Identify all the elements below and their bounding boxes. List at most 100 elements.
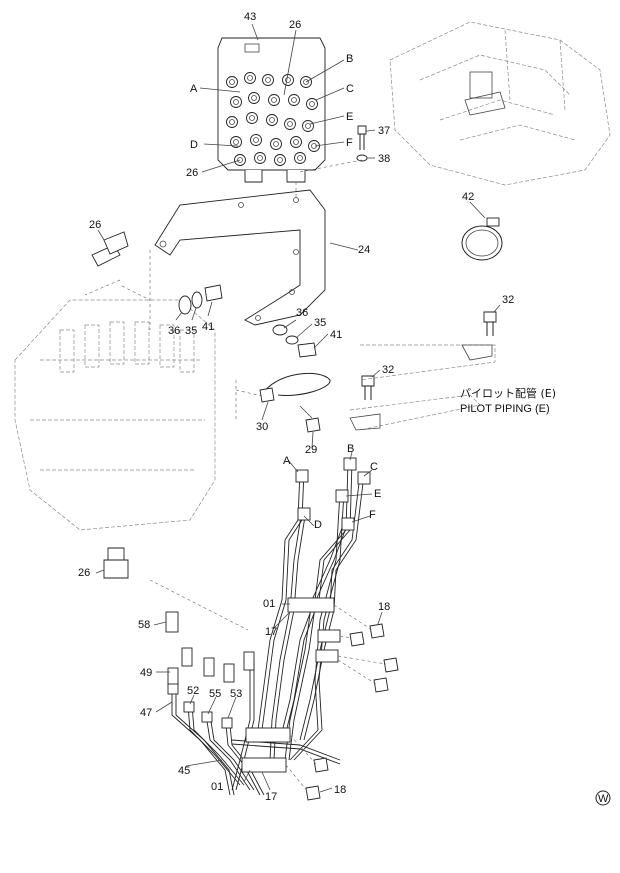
label-41-a: 41 xyxy=(202,321,214,333)
valve-port-bore xyxy=(287,121,293,127)
valve-port-fitting xyxy=(306,98,318,110)
adapter-26-upper xyxy=(91,229,129,267)
label-26-left: 26 xyxy=(186,167,198,179)
bolts-18 xyxy=(285,604,399,801)
caption-jp: パイロット配管 (E) xyxy=(460,386,556,400)
valve-spool xyxy=(109,321,125,365)
bolt-stack-left xyxy=(175,284,223,321)
label-e-top: E xyxy=(346,111,353,123)
label-d-pipe: D xyxy=(314,519,322,531)
valve-port-bore xyxy=(257,155,263,161)
valve-port-bore xyxy=(297,155,303,161)
label-35-b: 35 xyxy=(314,317,326,329)
pipe-end-fittings xyxy=(287,451,373,531)
washer-38 xyxy=(356,154,368,162)
label-37: 37 xyxy=(378,125,390,137)
bolt-32-upper xyxy=(483,304,501,336)
label-42: 42 xyxy=(462,191,474,203)
label-c-pipe: C xyxy=(370,461,378,473)
valve-port-bore xyxy=(269,117,275,123)
label-49: 49 xyxy=(140,667,152,679)
valve-port-fitting xyxy=(246,112,258,124)
label-38: 38 xyxy=(378,153,390,165)
label-f-top: F xyxy=(346,137,353,149)
clamp-30 xyxy=(259,372,331,421)
valve-port-fitting xyxy=(250,134,262,146)
machine-outline xyxy=(389,21,611,186)
pilot-piping-ghost xyxy=(349,344,496,431)
valve-port-fitting xyxy=(226,116,238,128)
valve-port-bore xyxy=(271,97,277,103)
bolt-29 xyxy=(299,405,321,449)
label-01-a: 01 xyxy=(263,598,275,610)
valve-port-bore xyxy=(265,77,271,83)
valve-port-fitting xyxy=(274,154,286,166)
label-26-upper: 26 xyxy=(89,219,101,231)
label-a-top: A xyxy=(190,83,198,95)
valve-port-bore xyxy=(305,123,311,129)
caption-en: PILOT PIPING (E) xyxy=(460,403,550,415)
valve-port-bore xyxy=(303,79,309,85)
valve-port-bore xyxy=(251,95,257,101)
block-leaders xyxy=(199,23,376,173)
valve-port-fitting xyxy=(288,94,300,106)
valve-port-fitting xyxy=(270,138,282,150)
label-36-a: 36 xyxy=(168,325,180,337)
valve-port-bore xyxy=(237,157,243,163)
label-24: 24 xyxy=(358,244,370,256)
bolt-37 xyxy=(357,125,367,150)
label-17-b: 17 xyxy=(265,791,277,803)
valve-port-fitting xyxy=(254,152,266,164)
label-32-upper: 32 xyxy=(502,294,514,306)
reference-lines xyxy=(84,250,263,767)
control-valve-block-43 xyxy=(217,37,326,183)
valve-port-fitting xyxy=(230,96,242,108)
label-32-lower: 32 xyxy=(382,364,394,376)
valve-port-fitting xyxy=(230,136,242,148)
valve-port-bore xyxy=(253,137,259,143)
label-58: 58 xyxy=(138,619,150,631)
bolt-32-lower xyxy=(361,369,381,400)
valve-port-bore xyxy=(277,157,283,163)
label-26-lower: 26 xyxy=(78,567,90,579)
label-c-top: C xyxy=(346,83,354,95)
valve-spool xyxy=(159,324,175,368)
valve-port-fitting xyxy=(266,114,278,126)
valve-port-fitting xyxy=(302,120,314,132)
valve-spool xyxy=(134,321,150,365)
label-17-a: 17 xyxy=(265,626,277,638)
valve-port-bore xyxy=(293,139,299,145)
valve-port-fitting xyxy=(268,94,280,106)
valve-port-bore xyxy=(247,75,253,81)
valve-spool xyxy=(179,329,195,373)
valve-port-fitting xyxy=(308,140,320,152)
main-control-valve xyxy=(14,299,216,531)
label-01-b: 01 xyxy=(211,781,223,793)
label-35-a: 35 xyxy=(185,325,197,337)
label-30: 30 xyxy=(256,421,268,433)
valve-port-fitting xyxy=(226,76,238,88)
bracket-24 xyxy=(154,182,359,326)
label-55: 55 xyxy=(209,688,221,700)
label-29: 29 xyxy=(305,444,317,456)
label-d-top: D xyxy=(190,139,198,151)
label-b-top: B xyxy=(346,53,353,65)
label-26-top: 26 xyxy=(289,19,301,31)
valve-port-bore xyxy=(285,77,291,83)
valve-port-bore xyxy=(309,101,315,107)
w-mark xyxy=(595,790,611,806)
valve-port-bore xyxy=(249,115,255,121)
valve-port-fitting xyxy=(294,152,306,164)
label-f-pipe: F xyxy=(369,509,376,521)
bolt-stack-right xyxy=(272,319,329,358)
small-fittings xyxy=(153,611,255,729)
adapter-26-lower xyxy=(95,547,129,579)
label-w: W xyxy=(598,793,609,805)
band-clamp-42 xyxy=(461,201,503,261)
valve-port-bore xyxy=(291,97,297,103)
label-52: 52 xyxy=(187,685,199,697)
valve-port-bore xyxy=(273,141,279,147)
label-41-b: 41 xyxy=(330,329,342,341)
valve-port-fitting xyxy=(284,118,296,130)
